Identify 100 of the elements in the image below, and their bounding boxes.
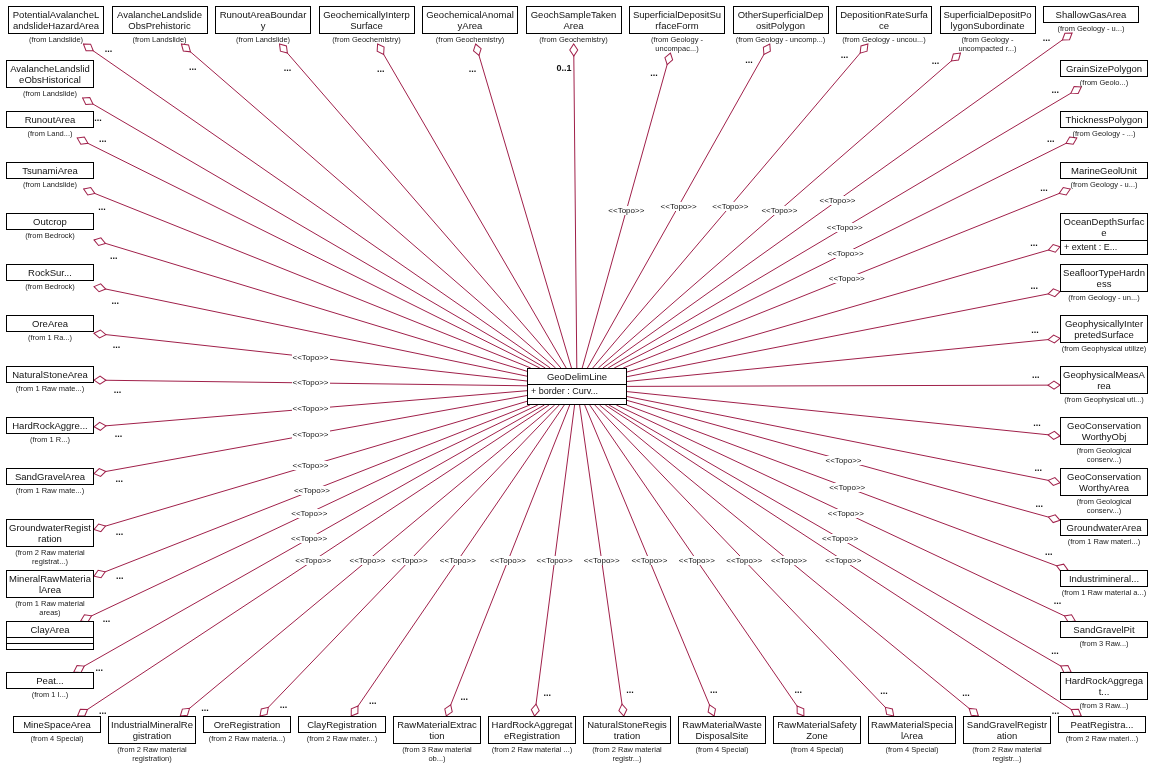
class-name: GeochemicalAnomalyArea bbox=[425, 8, 515, 33]
multiplicity-label: ... bbox=[880, 687, 888, 697]
class-name: ThicknessPolygon bbox=[1064, 113, 1144, 127]
attribute-text: + border : Curv... bbox=[528, 384, 626, 398]
stereotype-label: <<Topo>> bbox=[630, 556, 669, 565]
aggregation-line bbox=[608, 404, 1072, 673]
stereotype-label: <<Topo>> bbox=[826, 248, 865, 258]
multiplicity-label: ... bbox=[111, 296, 119, 306]
multiplicity-label: ... bbox=[189, 62, 197, 72]
multiplicity-label: ... bbox=[931, 56, 940, 66]
aggregation-line bbox=[350, 404, 565, 717]
aggregation-line bbox=[83, 187, 532, 369]
aggregation-line bbox=[597, 52, 961, 369]
stereotype-label: <<Topo>> bbox=[291, 430, 330, 440]
stereotype-label: <<Topo>> bbox=[294, 556, 333, 565]
aggregation-line bbox=[530, 404, 576, 717]
aggregation-line bbox=[626, 334, 1061, 382]
aggregation-line bbox=[93, 404, 531, 579]
multiplicity-label: ... bbox=[98, 202, 106, 212]
multiplicity-label: ... bbox=[468, 65, 477, 75]
class-name: ClayRegistration bbox=[306, 718, 378, 732]
multiplicity-label: ... bbox=[794, 686, 803, 696]
multiplicity-label: ... bbox=[115, 474, 123, 484]
aggregation-line bbox=[626, 244, 1061, 373]
class-name: PotentialAvalancheLandslideHazardArea bbox=[11, 8, 101, 33]
stereotype-label: <<Topo>> bbox=[824, 556, 863, 565]
multiplicity-label: 0..1 bbox=[556, 63, 572, 73]
class-name: GeoConservationWorthyArea bbox=[1066, 470, 1142, 495]
aggregation-line bbox=[93, 390, 528, 431]
aggregation-line bbox=[626, 396, 1061, 486]
multiplicity-label: ... bbox=[1030, 281, 1039, 291]
aggregation-line bbox=[376, 43, 567, 369]
aggregation-line bbox=[586, 43, 771, 369]
stereotype-label: <<Topo>> bbox=[827, 274, 866, 283]
class-name: IndustrialMineralRegistration bbox=[110, 718, 194, 743]
class-name: Industrimineral... bbox=[1067, 572, 1141, 586]
aggregation-line bbox=[589, 404, 805, 717]
multiplicity-label: ... bbox=[626, 686, 634, 696]
aggregation-line bbox=[279, 43, 562, 369]
class-name: SandGravelArea bbox=[13, 470, 87, 484]
aggregation-line bbox=[180, 43, 557, 369]
multiplicity-label: ... bbox=[112, 341, 121, 351]
multiplicity-label: ... bbox=[94, 114, 102, 124]
multiplicity-label: ... bbox=[99, 135, 107, 145]
class-name: OtherSuperficialDepositPolygon bbox=[736, 8, 825, 33]
multiplicity-label: ... bbox=[745, 55, 753, 65]
stereotype-label: <<Topo>> bbox=[677, 556, 716, 565]
multiplicity-label: ... bbox=[95, 664, 104, 674]
stereotype-label: <<Topo>> bbox=[818, 196, 857, 205]
class-name: SuperficialDepositPolygonSubordinate bbox=[942, 8, 1033, 33]
multiplicity-label: ... bbox=[102, 615, 111, 625]
stereotype-label: <<Topo>> bbox=[348, 556, 387, 565]
aggregation-line bbox=[626, 391, 1061, 440]
class-name: GeophysicalMeasArea bbox=[1062, 368, 1146, 393]
stereotype-label: <<Topo>> bbox=[725, 556, 764, 565]
aggregation-line bbox=[626, 380, 1061, 390]
class-name: GroundwaterArea bbox=[1065, 521, 1143, 535]
multiplicity-label: ... bbox=[1053, 597, 1062, 607]
multiplicity-label: ... bbox=[1051, 706, 1060, 716]
class-name: NaturalStoneRegistration bbox=[586, 718, 668, 743]
multiplicity-label: ... bbox=[377, 65, 385, 75]
aggregation-line bbox=[93, 400, 528, 533]
aggregation-line bbox=[93, 283, 528, 377]
class-name: MineSpaceArea bbox=[22, 718, 92, 732]
class-name: AvalancheLandslideObsPrehistoric bbox=[116, 8, 203, 33]
aggregation-line bbox=[93, 375, 528, 387]
class-name: TsunamiArea bbox=[21, 164, 79, 178]
stereotype-label: <<Topo>> bbox=[489, 556, 528, 565]
class-name: RawMaterialSpecialArea bbox=[870, 718, 954, 743]
class-name: NaturalStoneArea bbox=[11, 368, 89, 382]
class-name: SuperficialDepositSurfaceForm bbox=[631, 8, 723, 33]
multiplicity-label: ... bbox=[710, 685, 718, 695]
aggregation-line bbox=[592, 43, 869, 369]
multiplicity-label: ... bbox=[1040, 184, 1048, 194]
aggregation-line bbox=[93, 395, 528, 477]
multiplicity-label: ... bbox=[962, 688, 970, 698]
multiplicity-label: ... bbox=[115, 527, 124, 537]
class-name: ClayArea bbox=[29, 623, 71, 637]
class-name: Outcrop bbox=[32, 215, 68, 229]
stereotype-label: <<Topo>> bbox=[291, 378, 330, 388]
aggregation-line bbox=[73, 404, 545, 673]
aggregation-line bbox=[594, 404, 895, 717]
class-name: PeatRegistra... bbox=[1069, 718, 1135, 732]
aggregation-line bbox=[607, 86, 1082, 369]
class-name: RawMaterialSafetyZone bbox=[776, 718, 858, 743]
aggregation-line bbox=[579, 404, 628, 717]
class-name: GeoDelimLine bbox=[545, 370, 609, 384]
class-name: SandGravelRegistration bbox=[965, 718, 1049, 743]
aggregation-line bbox=[626, 288, 1061, 378]
aggregation-line bbox=[80, 404, 539, 623]
stereotype-label: <<Topo>> bbox=[290, 534, 329, 543]
aggregation-line bbox=[82, 43, 551, 369]
stereotype-label: <<Topo>> bbox=[821, 534, 860, 543]
stereotype-label: <<Topo>> bbox=[535, 556, 574, 565]
aggregation-line bbox=[259, 404, 560, 717]
class-name: RockSur... bbox=[27, 266, 73, 280]
aggregation-line bbox=[444, 404, 571, 717]
class-name: GroundwaterRegistration bbox=[8, 521, 92, 546]
multiplicity-label: ... bbox=[1044, 547, 1053, 557]
aggregation-line bbox=[613, 136, 1078, 369]
